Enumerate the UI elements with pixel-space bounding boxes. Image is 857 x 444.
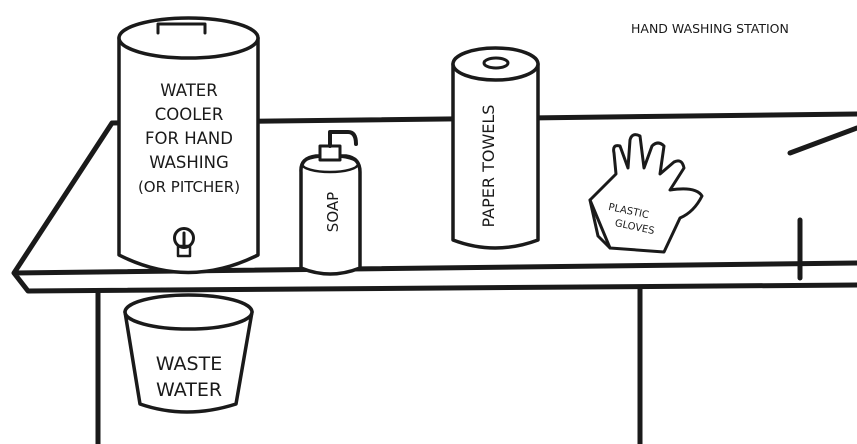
pump-nozzle: [328, 130, 358, 148]
bucket-label-line-2: WATER: [156, 379, 222, 401]
bucket-rim: [123, 293, 254, 331]
cooler-label-line-5: (OR PITCHER): [138, 178, 240, 196]
towels-label: PAPER TOWELS: [479, 105, 498, 228]
bucket-label-line-1: WASTE: [156, 353, 222, 375]
cooler-label-line-4: WASHING: [149, 153, 229, 172]
pump-collar: [318, 144, 342, 162]
roll-core: [482, 56, 510, 70]
tabletop-back-edge: [787, 125, 857, 156]
glove-icon: PLASTIC GLOVES: [588, 133, 704, 254]
diagram-title: HAND WASHING STATION: [631, 21, 789, 36]
cooler-label-line-2: COOLER: [155, 105, 224, 124]
soap-bottle: SOAP: [299, 130, 362, 276]
soap-label: SOAP: [324, 192, 342, 232]
water-cooler: WATER COOLER FOR HAND WASHING (OR PITCHE…: [117, 16, 260, 275]
paper-towel-roll: PAPER TOWELS: [451, 46, 540, 250]
tap-icon: [173, 227, 195, 258]
cooler-label-line-1: WATER: [160, 81, 217, 100]
cooler-label-line-3: FOR HAND: [145, 129, 233, 148]
roll-top: [451, 46, 540, 82]
cooler-handle: [156, 22, 207, 35]
waste-bucket: WASTE WATER: [123, 293, 254, 414]
cooler-lid: [117, 16, 260, 60]
